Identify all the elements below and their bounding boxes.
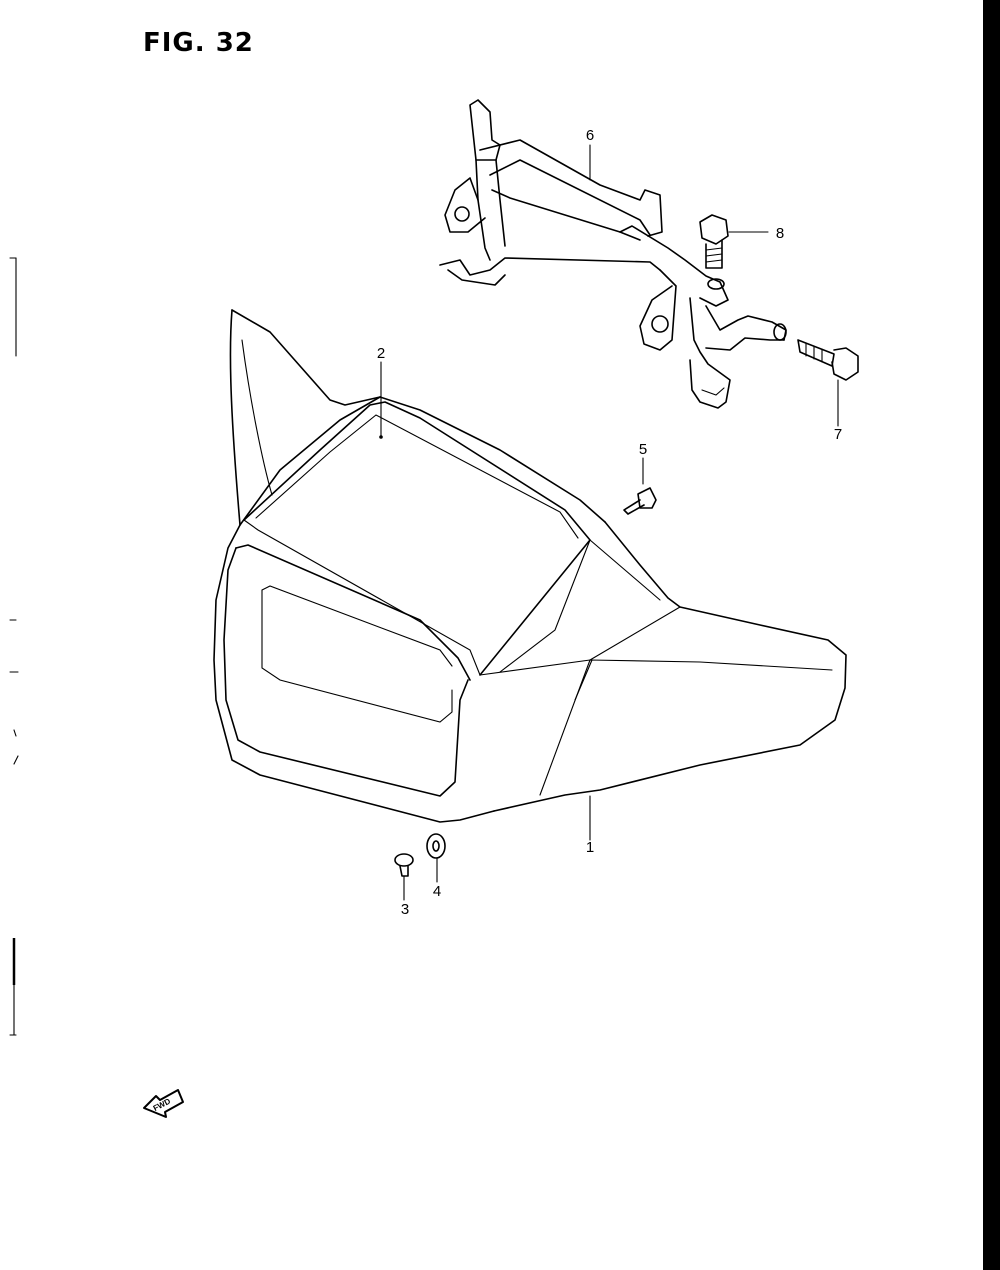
leader-lines xyxy=(379,144,839,901)
screw-3 xyxy=(394,853,414,877)
margin-scan-marks xyxy=(9,257,19,1036)
bolt-7 xyxy=(797,339,859,381)
callout-8: 8 xyxy=(776,225,784,242)
callout-5: 5 xyxy=(639,441,647,458)
callout-6: 6 xyxy=(586,127,594,144)
forward-direction-arrow: FWD xyxy=(143,1089,184,1118)
scan-edge-bar xyxy=(983,0,1000,1270)
screw-5 xyxy=(623,487,657,515)
bolt-8 xyxy=(699,214,729,269)
callout-1: 1 xyxy=(586,839,594,856)
callout-4: 4 xyxy=(433,883,441,900)
callout-7: 7 xyxy=(834,426,842,443)
headlight-cowl xyxy=(213,309,847,823)
figure-title: FIG. 32 xyxy=(143,28,254,58)
callout-3: 3 xyxy=(401,901,409,918)
callout-2: 2 xyxy=(377,345,385,362)
washer-4 xyxy=(426,833,446,859)
mounting-bracket xyxy=(439,99,787,409)
